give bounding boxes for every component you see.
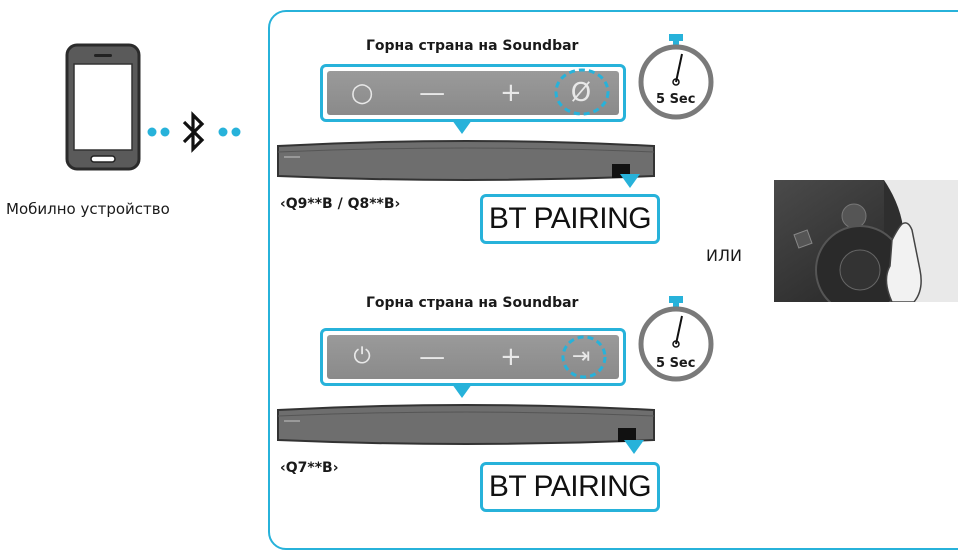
model-label: ‹Q7**B› [280, 460, 339, 476]
pointer [624, 440, 644, 454]
power-button[interactable]: ⏻ [353, 344, 371, 369]
timer-label: 5 Sec [656, 92, 696, 107]
bottom-control-panel: ⏻ — + ⇥ [320, 328, 626, 386]
power-button[interactable]: ○ [350, 78, 374, 108]
or-label: ИЛИ [706, 246, 742, 265]
volume-down-button[interactable]: — [419, 78, 446, 108]
bt-pairing-button[interactable]: BT PAIRING [480, 462, 660, 512]
source-button[interactable]: ⇥ [571, 344, 591, 369]
model-label: ‹Q9**B / Q8**B› [280, 196, 401, 212]
stopwatch-icon [638, 34, 714, 120]
volume-up-button[interactable]: + [500, 78, 522, 108]
timer-label: 5 Sec [656, 356, 696, 371]
remote-photo [774, 180, 958, 302]
top-control-panel: ○ — + Ø [320, 64, 626, 122]
volume-down-button[interactable]: — [419, 342, 446, 372]
highlight-circle [554, 68, 610, 116]
device-label: Мобилно устройство [6, 200, 170, 218]
mic-off-button[interactable]: Ø [570, 78, 592, 108]
top-panel-title: Горна страна на Soundbar [366, 38, 579, 54]
volume-up-button[interactable]: + [500, 342, 522, 372]
soundbar [277, 140, 655, 181]
pointer [452, 120, 472, 134]
pointer [452, 384, 472, 398]
bt-pairing-button[interactable]: BT PAIRING [480, 194, 660, 244]
highlight-circle [561, 335, 607, 379]
pointer [620, 174, 640, 188]
smartphone-icon [65, 43, 141, 171]
bluetooth-icon [147, 111, 241, 153]
stopwatch-icon [638, 296, 714, 382]
bottom-panel-title: Горна страна на Soundbar [366, 295, 579, 311]
soundbar [277, 404, 655, 445]
